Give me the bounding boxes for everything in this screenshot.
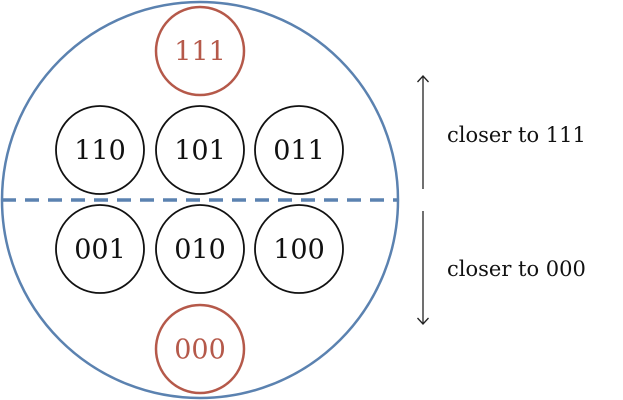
closer-to-000-label: closer to 000 (447, 257, 586, 281)
bottom-node-label: 000 (174, 335, 226, 366)
lower-row-node: 010 (155, 204, 245, 294)
up-arrow-icon (417, 75, 429, 189)
top-node: 111 (154, 5, 246, 97)
node-label: 100 (273, 235, 325, 266)
node-label: 001 (74, 235, 126, 266)
top-node-label: 111 (174, 37, 226, 68)
upper-row-node: 011 (254, 105, 344, 195)
lower-row-node: 100 (254, 204, 344, 294)
upper-row-node: 110 (55, 105, 145, 195)
node-label: 011 (273, 136, 325, 167)
down-arrow-icon (417, 211, 429, 325)
upper-row-node: 101 (155, 105, 245, 195)
bottom-node: 000 (154, 303, 246, 395)
node-label: 110 (74, 136, 126, 167)
node-label: 010 (174, 235, 226, 266)
lower-row-node: 001 (55, 204, 145, 294)
closer-to-111-label: closer to 111 (447, 123, 586, 147)
node-label: 101 (174, 136, 226, 167)
